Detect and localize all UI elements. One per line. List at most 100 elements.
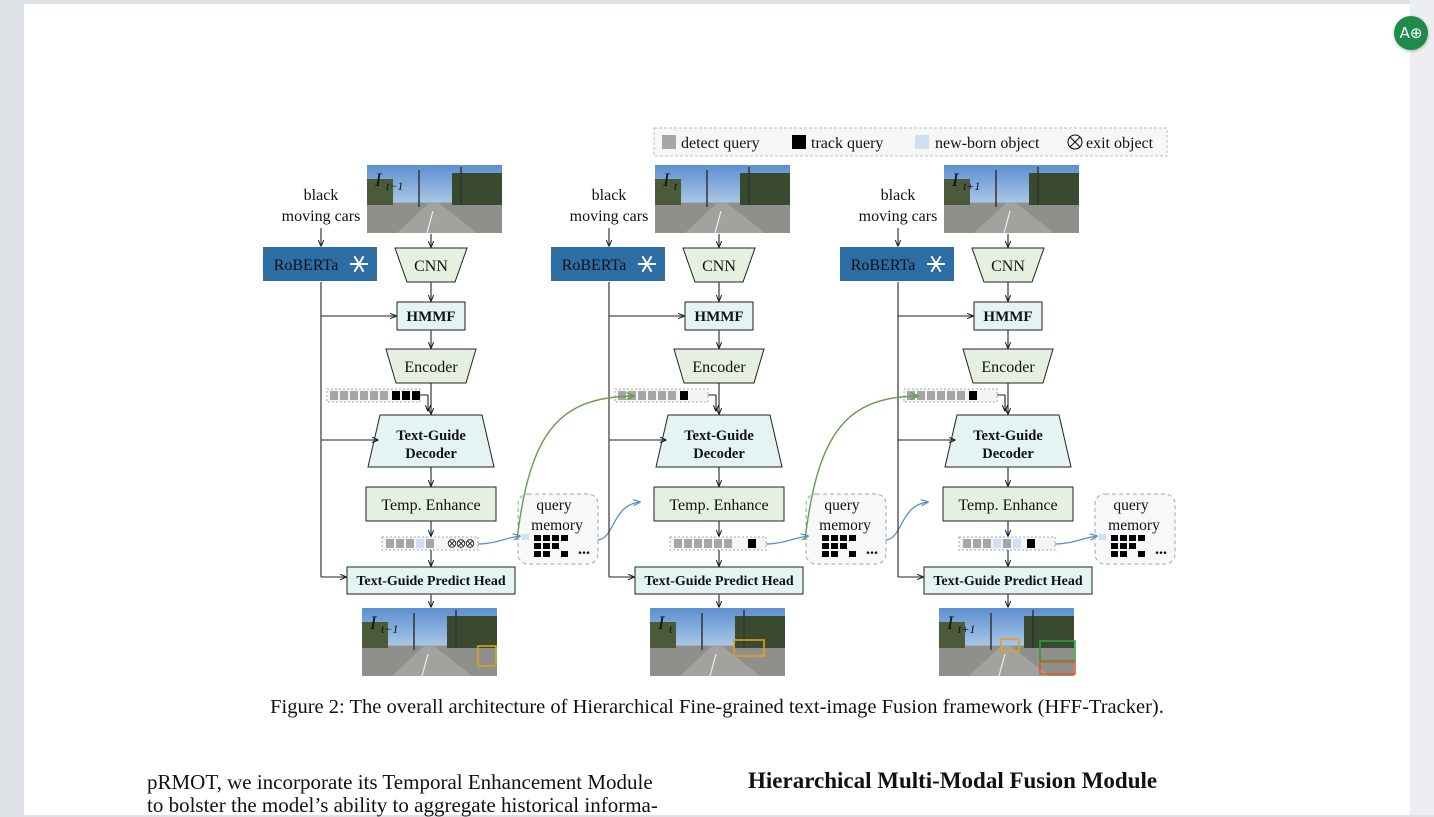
query-memory-label: memory <box>1108 517 1160 534</box>
memory-cell <box>831 543 838 549</box>
output-token <box>993 539 1001 548</box>
exit-object-token <box>456 539 466 548</box>
output-token <box>694 539 702 548</box>
input-frame-label: I <box>662 170 671 191</box>
exit-object-token <box>447 539 457 548</box>
predict-head-label: Text-Guide Predict Head <box>356 574 506 589</box>
exit-object-stroke <box>458 540 464 547</box>
memory-ellipsis: ... <box>1155 541 1167 558</box>
detect-query-token <box>340 391 348 400</box>
encoder-block <box>385 348 477 384</box>
memory-ellipsis: ... <box>866 541 878 558</box>
encoder-label: Encoder <box>981 359 1035 376</box>
memory-cell <box>561 535 568 541</box>
decoder-label-line: Text-Guide <box>684 428 754 444</box>
detect-query-token <box>360 391 368 400</box>
memory-cell <box>534 551 541 557</box>
input-frame-image <box>943 164 1080 234</box>
memory-cell <box>1120 543 1127 549</box>
output-frame-image <box>361 607 498 677</box>
newborn-bbox <box>1039 640 1076 662</box>
memory-cell <box>543 535 550 541</box>
snowflake-stroke <box>930 255 942 273</box>
decoder-label-line: Text-Guide <box>396 428 466 444</box>
input-frame-label: I <box>951 170 960 191</box>
input-frame-image <box>654 164 791 234</box>
memory-cell <box>849 535 856 541</box>
memory-cell <box>543 551 550 557</box>
memory-write-flow <box>477 536 520 545</box>
output-token <box>973 539 981 548</box>
cnn-block <box>971 247 1045 283</box>
output-token <box>1027 539 1035 548</box>
detect-query-token <box>618 391 626 400</box>
input-frame-image <box>366 164 503 234</box>
output-token <box>406 539 414 548</box>
exit-icon <box>1067 134 1083 150</box>
memory-cell <box>1120 535 1127 541</box>
newborn-bbox <box>1039 661 1076 675</box>
body-line: to bolster the model’s ability to aggreg… <box>147 793 658 817</box>
text-prompt-line: moving cars <box>570 208 649 225</box>
input-frame-label: I <box>374 170 383 191</box>
output-token <box>1013 539 1021 548</box>
query-memory-label: query <box>536 497 572 514</box>
cnn-label: CNN <box>414 258 448 275</box>
translate-icon: A⊕ <box>1399 24 1423 42</box>
legend: detect query track query new-born object… <box>653 127 1168 157</box>
output-token <box>386 539 394 548</box>
query-memory-label: memory <box>531 517 583 534</box>
scrollbar-track[interactable] <box>1410 0 1434 815</box>
query-memory-label: query <box>824 497 860 514</box>
query-memory-label: query <box>1113 497 1149 514</box>
output-token <box>416 539 424 548</box>
track-bbox <box>477 645 497 667</box>
track-query-token <box>969 391 977 400</box>
memory-cell <box>822 543 829 549</box>
encoder-label: Encoder <box>404 359 458 376</box>
snowflake-icon <box>638 255 656 273</box>
exit-object-stroke <box>449 540 455 547</box>
roberta-label: RoBERTa <box>274 257 339 274</box>
temporal-enhance-label: Temp. Enhance <box>958 497 1057 514</box>
snowflake-icon <box>350 255 368 273</box>
body-line: pRMOT, we incorporate its Temporal Enhan… <box>147 770 653 794</box>
legend-detect-label: detect query <box>681 135 760 152</box>
decoder-label-line: Decoder <box>693 446 745 462</box>
memory-cell <box>543 543 550 549</box>
output-frame-label: I <box>369 613 378 634</box>
cnn-label: CNN <box>702 258 736 275</box>
detect-query-token <box>648 391 656 400</box>
output-token <box>674 539 682 548</box>
input-frame-subscript: t−1 <box>386 179 403 193</box>
detect-query-token <box>380 391 388 400</box>
encoder-label: Encoder <box>692 359 746 376</box>
hmmf-block <box>396 301 466 331</box>
translate-button[interactable]: A⊕ <box>1394 16 1428 50</box>
encoder-block <box>962 348 1054 384</box>
exit-object-stroke <box>467 540 473 547</box>
detect-query-token <box>917 391 925 400</box>
memory-cell <box>1129 543 1136 549</box>
hmmf-label: HMMF <box>694 309 743 325</box>
legend-track-label: track query <box>811 135 883 152</box>
track-query-flow-2 <box>804 396 918 541</box>
text-prompt-line: moving cars <box>282 208 361 225</box>
memory-cell <box>1138 535 1145 541</box>
hmmf-block <box>973 301 1043 331</box>
text-prompt-line: moving cars <box>859 208 938 225</box>
encoder-block <box>673 348 765 384</box>
output-token <box>983 539 991 548</box>
snowflake-stroke <box>353 255 365 273</box>
detect-query-token <box>927 391 935 400</box>
text-prompt-line: black <box>304 187 339 204</box>
legend-exit-label: exit object <box>1086 135 1154 152</box>
memory-cell <box>522 534 529 540</box>
roberta-label: RoBERTa <box>851 257 916 274</box>
output-token <box>963 539 971 548</box>
memory-read-flow <box>597 502 640 541</box>
detect-query-token <box>638 391 646 400</box>
detect-query-token <box>947 391 955 400</box>
